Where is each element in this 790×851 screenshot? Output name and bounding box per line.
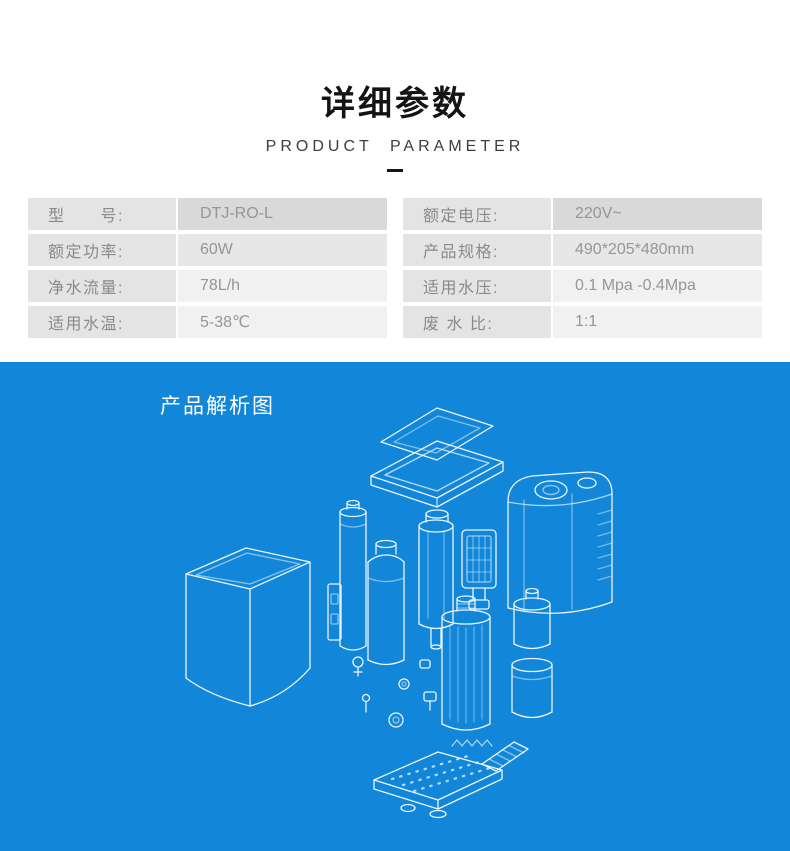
spec-label: 型 号: xyxy=(28,198,176,230)
spec-label: 废 水 比: xyxy=(403,306,551,338)
part-drip-tray xyxy=(373,751,503,810)
page-subtitle: PRODUCT PARAMETER xyxy=(265,138,525,155)
spec-row-rated-power: 额定功率: 60W xyxy=(28,234,387,266)
spec-row-flow-rate: 净水流量: 78L/h xyxy=(28,270,387,302)
part-small-fittings xyxy=(327,583,447,819)
spec-row-model: 型 号: DTJ-RO-L xyxy=(28,198,387,230)
page-title: 详细参数 xyxy=(321,85,469,123)
spec-column-right: 额定电压: 220V~ 产品规格: 490*205*480mm 适用水压: 0.… xyxy=(403,198,762,342)
spec-value: 220V~ xyxy=(553,198,762,230)
spec-value: DTJ-RO-L xyxy=(178,198,387,230)
part-filter-cartridge-3 xyxy=(513,587,551,650)
parameter-header: 详细参数 PRODUCT PARAMETER xyxy=(0,76,790,172)
spec-value: 78L/h xyxy=(178,270,387,302)
spec-label: 额定电压: xyxy=(403,198,551,230)
spec-row-waste-ratio: 废 水 比: 1:1 xyxy=(403,306,762,338)
part-filter-cartridge-2 xyxy=(367,539,405,666)
spec-column-left: 型 号: DTJ-RO-L 额定功率: 60W 净水流量: 78L/h 适用水温… xyxy=(28,198,387,342)
spec-label: 净水流量: xyxy=(28,270,176,302)
part-serrated-gasket xyxy=(451,739,493,747)
part-filter-cartridge-4 xyxy=(511,657,553,719)
exploded-view-diagram xyxy=(185,407,613,819)
spec-row-water-pressure: 适用水压: 0.1 Mpa -0.4Mpa xyxy=(403,270,762,302)
part-outer-shell xyxy=(185,547,311,707)
spec-label: 额定功率: xyxy=(28,234,176,266)
spec-label: 适用水温: xyxy=(28,306,176,338)
title-divider xyxy=(387,169,403,172)
spec-row-voltage: 额定电压: 220V~ xyxy=(403,198,762,230)
spec-value: 60W xyxy=(178,234,387,266)
part-top-lid xyxy=(380,407,494,461)
spec-value: 1:1 xyxy=(553,306,762,338)
spec-value: 5-38℃ xyxy=(178,306,387,338)
part-control-board xyxy=(461,529,497,610)
spec-table: 型 号: DTJ-RO-L 额定功率: 60W 净水流量: 78L/h 适用水温… xyxy=(28,198,762,342)
part-membrane-filter xyxy=(441,595,491,731)
part-filter-cartridge-1 xyxy=(339,499,367,651)
part-housing-shell xyxy=(507,471,613,614)
spec-label: 产品规格: xyxy=(403,234,551,266)
part-center-column xyxy=(418,519,454,650)
part-top-frame xyxy=(370,440,504,508)
spec-label: 适用水压: xyxy=(403,270,551,302)
diagram-section: 产品解析图 xyxy=(0,362,790,851)
spec-value: 490*205*480mm xyxy=(553,234,762,266)
spec-row-dimensions: 产品规格: 490*205*480mm xyxy=(403,234,762,266)
spec-value: 0.1 Mpa -0.4Mpa xyxy=(553,270,762,302)
spec-row-water-temp: 适用水温: 5-38℃ xyxy=(28,306,387,338)
diagram-title: 产品解析图 xyxy=(160,395,275,418)
part-grille-strip xyxy=(481,741,529,772)
